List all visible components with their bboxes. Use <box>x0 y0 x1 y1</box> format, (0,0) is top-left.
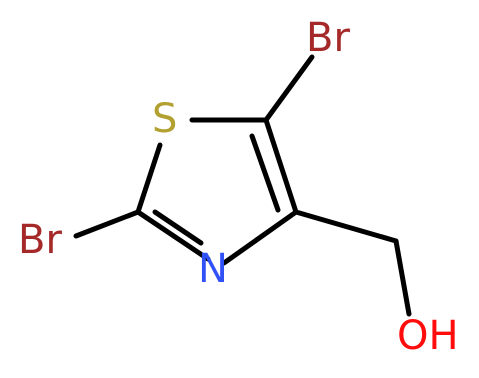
bond-c5-c4 <box>263 117 299 215</box>
bond-n-c2 <box>135 209 211 262</box>
bromine-top-label: Br <box>306 15 350 61</box>
bond-c5-br <box>263 54 315 123</box>
bromine-left-label: Br <box>18 217 62 263</box>
bond-c5-c4-inner <box>249 133 281 213</box>
hydroxyl-label: OH <box>397 313 459 359</box>
bond-n-c2-inner <box>152 209 204 246</box>
bond-ch2-o <box>393 238 412 317</box>
bond-lines <box>73 54 412 317</box>
nitrogen-label: N <box>198 246 228 292</box>
bond-c4-n <box>221 209 299 266</box>
bond-c4-ch2 <box>293 209 399 244</box>
bond-c2-s <box>135 142 163 215</box>
bond-c2-br <box>73 209 141 239</box>
sulfur-label: S <box>152 96 177 142</box>
